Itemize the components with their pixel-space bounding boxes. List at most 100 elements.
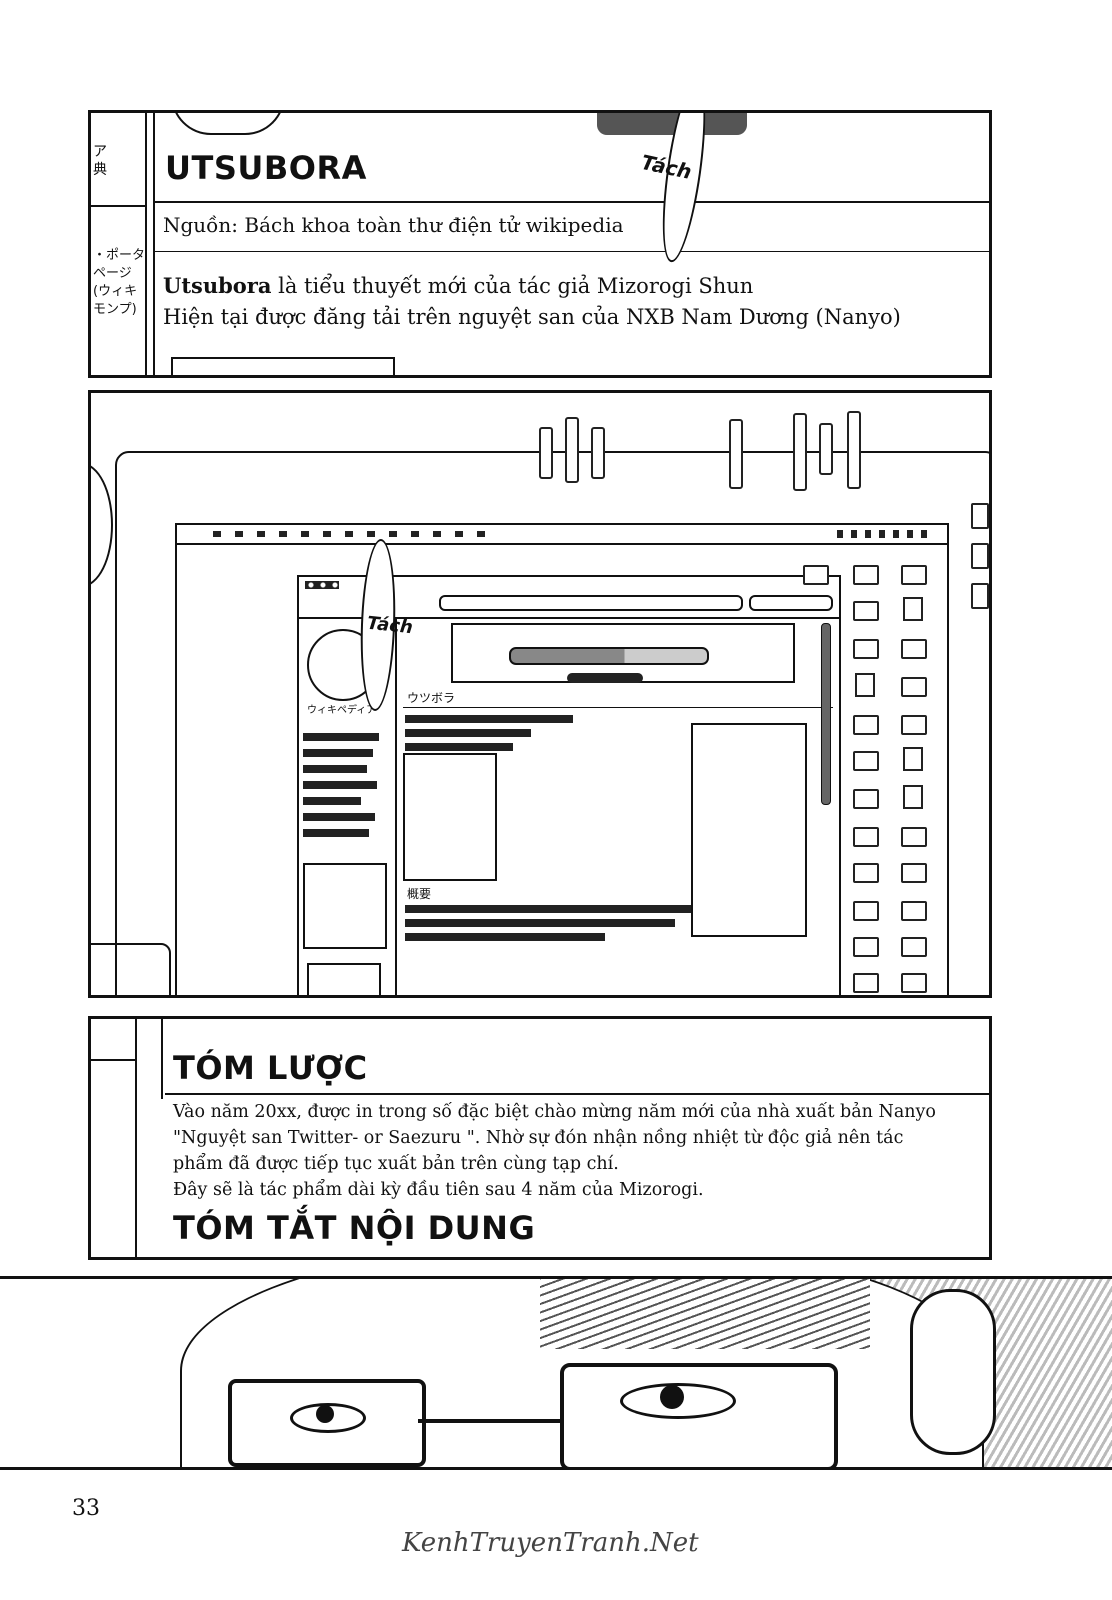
traffic-lights [305, 581, 339, 589]
toc-box [403, 753, 497, 881]
watermark: KenhTruyenTranh.Net [402, 1528, 699, 1558]
content-heading: TÓM TẮT NỘI DUNG [173, 1209, 536, 1247]
menu-bar [177, 543, 947, 545]
text-line [405, 729, 531, 737]
text-line [405, 933, 605, 941]
address-bar [439, 595, 743, 611]
summary-body: Vào năm 20xx, được in trong số đặc biệt … [173, 1099, 936, 1203]
document-icon [903, 597, 923, 621]
menu-status-icons [837, 530, 927, 538]
document-icon [855, 673, 875, 697]
folder-icon [901, 677, 927, 697]
article-name-bold: Utsubora [163, 273, 272, 298]
folder-icon [901, 827, 927, 847]
column-divider [91, 205, 147, 207]
summary-line: phẩm đã được tiếp tục xuất bản trên cùng… [173, 1154, 619, 1174]
wiki-logo-text: ウィキペディア [307, 705, 377, 716]
clip [565, 417, 579, 483]
hair [540, 1279, 870, 1349]
article-heading: ウツボラ [407, 691, 456, 705]
text-line [405, 919, 675, 927]
clip [539, 427, 553, 479]
source-underline [155, 251, 989, 252]
panel-wiki-article: ア 典 ・ポータ ページ (ウィキ モンプ) UTSUBORA Nguồn: B… [88, 110, 992, 378]
top-sketch [171, 113, 285, 135]
section-heading: 概要 [407, 887, 432, 901]
folder-icon [853, 601, 879, 621]
scrollbar [821, 623, 831, 805]
side-tab [971, 583, 989, 609]
sidebar-line [303, 797, 361, 805]
sidebar-line [303, 733, 379, 741]
pill [567, 673, 643, 683]
folder-icon [853, 937, 879, 957]
folder-icon [853, 901, 879, 921]
page-number: 33 [72, 1496, 100, 1521]
document-icon [903, 747, 923, 771]
column-divider [153, 113, 155, 375]
sidebar-line [303, 813, 375, 821]
clip [819, 423, 833, 475]
mug [91, 943, 171, 995]
sidebar-box [303, 863, 387, 949]
summary-line: "Nguyệt san Twitter- or Saezuru ". Nhờ s… [173, 1128, 904, 1148]
folder-icon [901, 565, 927, 585]
sidebar-line [303, 765, 367, 773]
ear [910, 1289, 996, 1455]
document-icon [903, 785, 923, 809]
folder-icon [901, 863, 927, 883]
text-line [405, 715, 573, 723]
search-box [749, 595, 833, 611]
folder-icon [803, 565, 829, 585]
summary-line: Vào năm 20xx, được in trong số đặc biệt … [173, 1102, 936, 1122]
menu-bar-dots [213, 531, 493, 537]
folder-icon [853, 639, 879, 659]
folder-icon [853, 751, 879, 771]
text-line [405, 743, 513, 751]
folder-icon [853, 973, 879, 993]
folder-icon [901, 715, 927, 735]
folder-icon [901, 937, 927, 957]
folder-icon [853, 715, 879, 735]
sidebar-line [303, 829, 369, 837]
panel-eyes-illustration [0, 1276, 1112, 1470]
right-pupil [660, 1385, 684, 1409]
text-line [405, 905, 691, 913]
panel-summary: TÓM LƯỢC Vào năm 20xx, được in trong số … [88, 1016, 992, 1260]
folder-icon [853, 863, 879, 883]
heading-underline [403, 707, 833, 708]
side-tab [971, 543, 989, 569]
folder-icon [901, 639, 927, 659]
heading-underline [165, 1093, 989, 1095]
title-underline [155, 201, 989, 203]
article-source: Nguồn: Bách khoa toàn thư điện tử wikipe… [163, 213, 624, 237]
panel-monitor: ウィキペディア ウツボラ [88, 390, 992, 998]
clip [591, 427, 605, 479]
column-divider [161, 1019, 163, 1099]
article-line-2: Hiện tại được đăng tải trên nguyệt san c… [163, 305, 901, 329]
side-tab [971, 503, 989, 529]
folder-icon [853, 565, 879, 585]
summary-line: Đây sẽ là tác phẩm dài kỳ đầu tiên sau 4… [173, 1180, 704, 1200]
article-title: UTSUBORA [165, 149, 367, 187]
clip [729, 419, 743, 489]
right-eye-icon [620, 1383, 736, 1419]
content-divider [395, 617, 397, 995]
bottom-sketch [171, 357, 395, 375]
side-fragment-mid: ・ポータ ページ (ウィキ モンプ) [93, 248, 146, 317]
left-eye-icon [290, 1403, 366, 1433]
glasses-bridge [418, 1419, 560, 1423]
left-object [91, 463, 113, 587]
folder-icon [901, 973, 927, 993]
side-fragment-top: ア 典 [93, 144, 107, 178]
article-line-1-rest: là tiểu thuyết mới của tác giả Mizorogi … [271, 274, 754, 298]
left-pupil [316, 1405, 334, 1423]
folder-icon [853, 789, 879, 809]
folder-icon [853, 827, 879, 847]
column-divider [135, 1019, 137, 1257]
summary-heading: TÓM LƯỢC [173, 1049, 368, 1087]
screen: ウィキペディア ウツボラ [175, 523, 949, 995]
progress-bar [509, 647, 709, 665]
sidebar-line [303, 749, 373, 757]
sidebar-box [307, 963, 381, 995]
